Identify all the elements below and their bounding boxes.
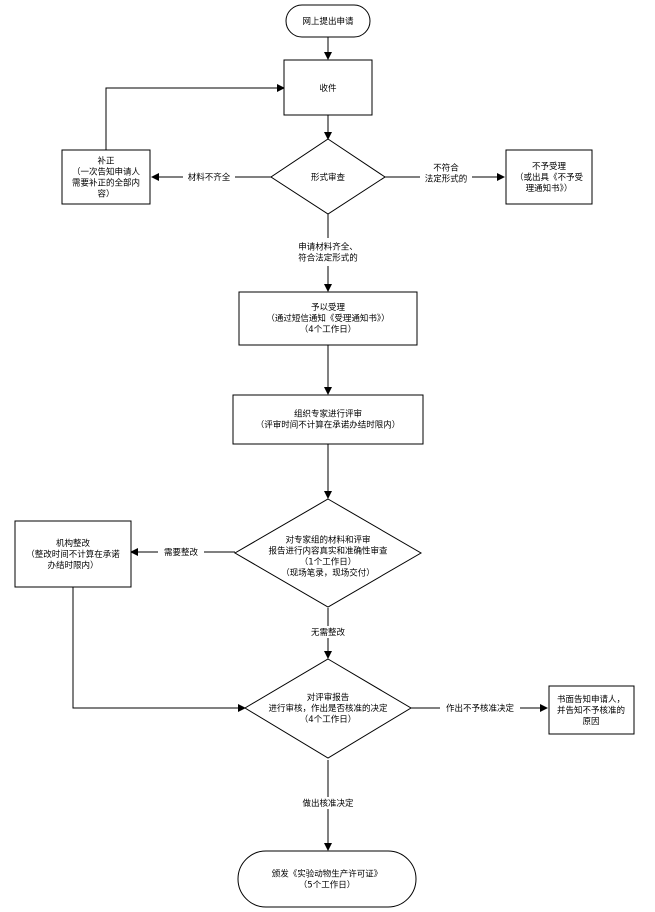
- edge-label-need-rectify: 需要整改: [164, 547, 199, 558]
- edge-label-nonconform-line-2: 法定形式的: [425, 174, 468, 185]
- verify-node: 对专家组的材料和评审报告进行内容真实和准确性审查（1个工作日）（现场笔录，现场交…: [234, 498, 422, 608]
- formal-review-node-text: 形式审查: [311, 172, 346, 183]
- reject-accept-node-text: 不予受理（或出具《不予受理通知书》）: [515, 161, 584, 194]
- edge-label-incomplete-line-1: 材料不齐全: [188, 172, 231, 183]
- supplement-node: 补正（一次告知申请人需要补正的全部内容）: [61, 149, 151, 205]
- edge-label-no-rectify-line-1: 无需整改: [311, 627, 346, 638]
- edge-labels: 材料不齐全 不符合法定形式的 申请材料齐全、符合法定形式的 需要整改 无需整改 …: [158, 160, 520, 809]
- rectify-node-text-line-1: 机构整改: [56, 538, 91, 549]
- rectify-node: 机构整改（整改时间不计算在承诺办结时限内）: [14, 520, 132, 588]
- decision-node-text-line-3: （4个工作日）: [300, 714, 356, 725]
- edge-label-complete-line-2: 符合法定形式的: [298, 253, 358, 264]
- receive-node-text: 收件: [319, 83, 337, 94]
- accept-node-text-line-3: （4个工作日）: [300, 324, 356, 335]
- accept-node: 予以受理（通过短信通知《受理通知书》）（4个工作日）: [238, 291, 418, 346]
- edge-label-complete-line-1: 申请材料齐全、: [298, 242, 358, 253]
- reject-accept-node-text-line-2: （或出具《不予受: [515, 172, 584, 183]
- verify-node-text-line-3: （1个工作日）: [300, 557, 356, 568]
- rectify-node-text-line-2: （整改时间不计算在承诺: [26, 549, 120, 560]
- edge-label-complete: 申请材料齐全、符合法定形式的: [298, 242, 358, 264]
- start-node-text: 网上提出申请: [302, 16, 354, 27]
- edge-label-not-approve-line-1: 作出不予核准决定: [446, 703, 515, 714]
- expert-review-node: 组织专家进行评审（评审时间不计算在承诺办结时限内）: [232, 394, 424, 445]
- edge-label-no-rectify: 无需整改: [311, 627, 346, 638]
- reject-accept-node-text-line-3: 理通知书》）: [526, 183, 573, 194]
- edge-label-incomplete: 材料不齐全: [188, 172, 231, 183]
- decision-node: 对评审报告进行审核，作出是否核准的决定（4个工作日）: [244, 658, 412, 759]
- edge-label-nonconform-line-1: 不符合: [433, 163, 459, 174]
- rectify-node-text-line-3: 办结时限内）: [47, 560, 98, 571]
- start-node-text-line-1: 网上提出申请: [302, 16, 354, 27]
- expert-review-node-text-line-2: （评审时间不计算在承诺办结时限内）: [256, 420, 401, 431]
- edge-label-not-approve: 作出不予核准决定: [446, 703, 515, 714]
- verify-node-text-line-4: （现场笔录，现场交付）: [281, 568, 375, 579]
- accept-node-text-line-2: （通过短信通知《受理通知书》）: [266, 313, 389, 324]
- supplement-node-text-line-2: （一次告知申请人: [72, 167, 141, 178]
- supplement-node-text: 补正（一次告知申请人需要补正的全部内容）: [72, 156, 141, 200]
- expert-review-node-text: 组织专家进行评审（评审时间不计算在承诺办结时限内）: [256, 409, 401, 431]
- supplement-node-text-line-1: 补正: [97, 156, 115, 167]
- notify-reject-node-text: 书面告知申请人，并告知不予核准的原因: [557, 694, 625, 727]
- notify-reject-node-text-line-1: 书面告知申请人，: [557, 694, 625, 705]
- notify-reject-node-text-line-2: 并告知不予核准的: [557, 705, 625, 716]
- decision-node-text-line-1: 对评审报告: [307, 692, 350, 703]
- reject-accept-node: 不予受理（或出具《不予受理通知书》）: [505, 149, 593, 205]
- accept-node-text-line-1: 予以受理: [311, 302, 346, 313]
- edge-label-nonconform: 不符合法定形式的: [425, 163, 468, 185]
- start-node: 网上提出申请: [285, 4, 371, 38]
- arrow-rectify-to-decision: [72, 587, 246, 712]
- reject-accept-node-text-line-1: 不予受理: [532, 161, 567, 172]
- arrow-supplement-to-receive: [105, 84, 285, 150]
- verify-node-text: 对专家组的材料和评审报告进行内容真实和准确性审查（1个工作日）（现场笔录，现场交…: [268, 535, 388, 579]
- accept-node-text: 予以受理（通过短信通知《受理通知书》）（4个工作日）: [266, 302, 389, 335]
- edge-label-approve-line-1: 做出核准决定: [302, 798, 354, 809]
- supplement-node-text-line-4: 容）: [97, 189, 114, 200]
- formal-review-node: 形式审查: [270, 138, 386, 215]
- formal-review-node-text-line-1: 形式审查: [311, 172, 346, 183]
- issue-node-text: 颁发《实验动物生产许可证》（5个工作日）: [272, 869, 383, 891]
- edge-label-need-rectify-line-1: 需要整改: [164, 547, 199, 558]
- issue-node-text-line-1: 颁发《实验动物生产许可证》: [272, 869, 383, 880]
- supplement-node-text-line-3: 需要补正的全部内: [72, 178, 140, 189]
- verify-node-text-line-1: 对专家组的材料和评审: [285, 535, 370, 546]
- decision-node-text: 对评审报告进行审核，作出是否核准的决定（4个工作日）: [268, 692, 388, 725]
- receive-node: 收件: [283, 59, 373, 116]
- notify-reject-node-text-line-3: 原因: [582, 717, 599, 727]
- receive-node-text-line-1: 收件: [319, 83, 337, 94]
- issue-node-text-line-2: （5个工作日）: [299, 880, 355, 891]
- issue-node: 颁发《实验动物生产许可证》（5个工作日）: [237, 850, 417, 908]
- decision-node-text-line-2: 进行审核，作出是否核准的决定: [268, 703, 388, 714]
- notify-reject-node: 书面告知申请人，并告知不予核准的原因: [548, 685, 635, 735]
- rectify-node-text: 机构整改（整改时间不计算在承诺办结时限内）: [26, 538, 120, 571]
- verify-node-text-line-2: 报告进行内容真实和准确性审查: [268, 546, 388, 557]
- expert-review-node-text-line-1: 组织专家进行评审: [294, 409, 362, 420]
- edge-label-approve: 做出核准决定: [302, 798, 354, 809]
